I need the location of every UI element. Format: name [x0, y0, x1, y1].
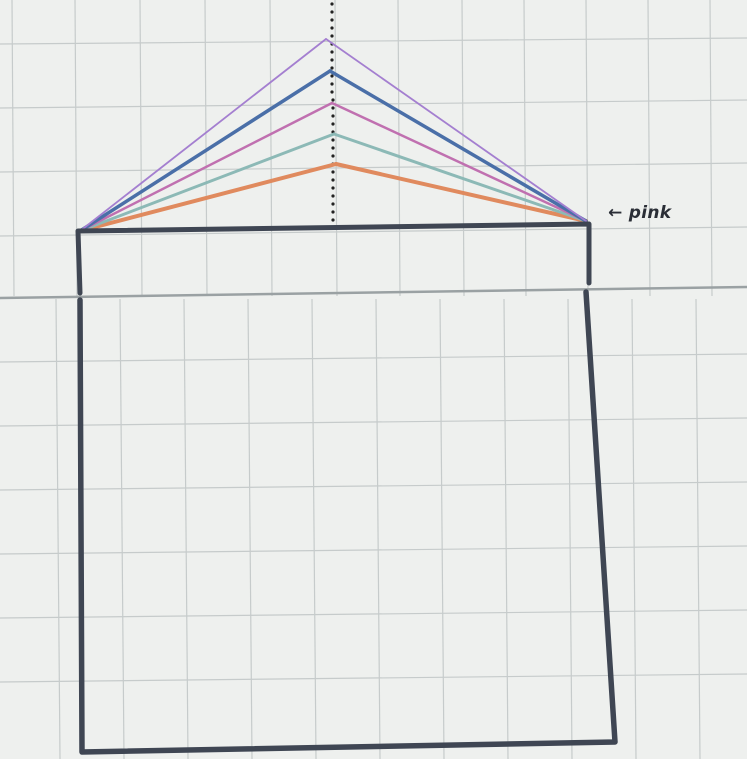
house-top-outline [75, 221, 592, 296]
center-dot [331, 170, 335, 174]
grid-line-vertical [55, 298, 61, 759]
grid-line-vertical [647, 0, 651, 297]
roof-line-purple-right [325, 38, 587, 222]
grid-line-vertical [119, 298, 125, 759]
grid-line-vertical [503, 298, 509, 759]
center-dot [331, 122, 335, 126]
grid-line-vertical [375, 298, 381, 759]
grid-line-horizontal [0, 162, 747, 173]
roof-line-orange-right [334, 162, 588, 223]
grid-line-horizontal [0, 353, 747, 363]
grid-upper-sheet [0, 0, 747, 297]
center-dot [331, 114, 335, 118]
roof-line-blue-left [78, 69, 332, 233]
pink-annotation: ← pink [608, 203, 672, 223]
grid-line-vertical [567, 298, 573, 759]
grid-line-vertical [11, 0, 15, 297]
roof-line-teal-right [332, 132, 588, 223]
grid-line-vertical [311, 298, 317, 759]
roof-line-blue-right [328, 69, 588, 223]
sheet-fold-line [0, 285, 747, 300]
center-dot [330, 66, 334, 70]
house-body-outline [77, 289, 618, 755]
center-dot [331, 202, 335, 206]
center-dot [330, 50, 334, 54]
center-dot [330, 34, 334, 38]
grid-lower-sheet [0, 298, 747, 759]
grid-line-horizontal [0, 481, 747, 491]
center-dot [331, 146, 335, 150]
grid-line-vertical [397, 0, 401, 297]
center-dot [331, 154, 335, 158]
grid-line-horizontal [0, 673, 747, 683]
grid-line-vertical [183, 298, 189, 759]
center-dot [331, 106, 335, 110]
center-dot [331, 194, 335, 198]
center-dot [331, 210, 335, 214]
center-dot [330, 58, 334, 62]
grid-line-vertical [439, 298, 445, 759]
grid-line-vertical [523, 0, 527, 297]
grid-line-vertical [247, 298, 253, 759]
center-dot [331, 218, 335, 222]
center-dot [330, 26, 334, 30]
grid-line-vertical [204, 0, 208, 297]
center-dot [330, 18, 334, 22]
roof-line-teal-left [78, 132, 336, 233]
center-dot [331, 98, 335, 102]
center-dot [331, 186, 335, 190]
center-dot [330, 10, 334, 14]
roof-line-purple-left [79, 38, 327, 232]
grid-line-horizontal [0, 609, 747, 619]
center-dot [331, 138, 335, 142]
grid-line-vertical [695, 298, 701, 759]
center-dot [330, 2, 334, 6]
roof-line-pink-right [330, 101, 588, 223]
center-dot [330, 90, 334, 94]
grid-line-vertical [139, 0, 143, 297]
grid-line-horizontal [0, 37, 747, 45]
grid-line-vertical [269, 0, 273, 297]
grid-line-horizontal [0, 417, 747, 427]
grid-line-horizontal [0, 545, 747, 555]
center-dot [330, 74, 334, 78]
grid-line-vertical [709, 0, 713, 297]
grid-line-horizontal [0, 99, 747, 109]
center-dot [331, 178, 335, 182]
grid-line-horizontal [0, 226, 747, 237]
roof-line-orange-left [78, 162, 338, 233]
roof-line-pink-left [78, 101, 334, 233]
grid-line-vertical [334, 0, 338, 297]
center-dot [330, 82, 334, 86]
grid-line-vertical [631, 298, 637, 759]
